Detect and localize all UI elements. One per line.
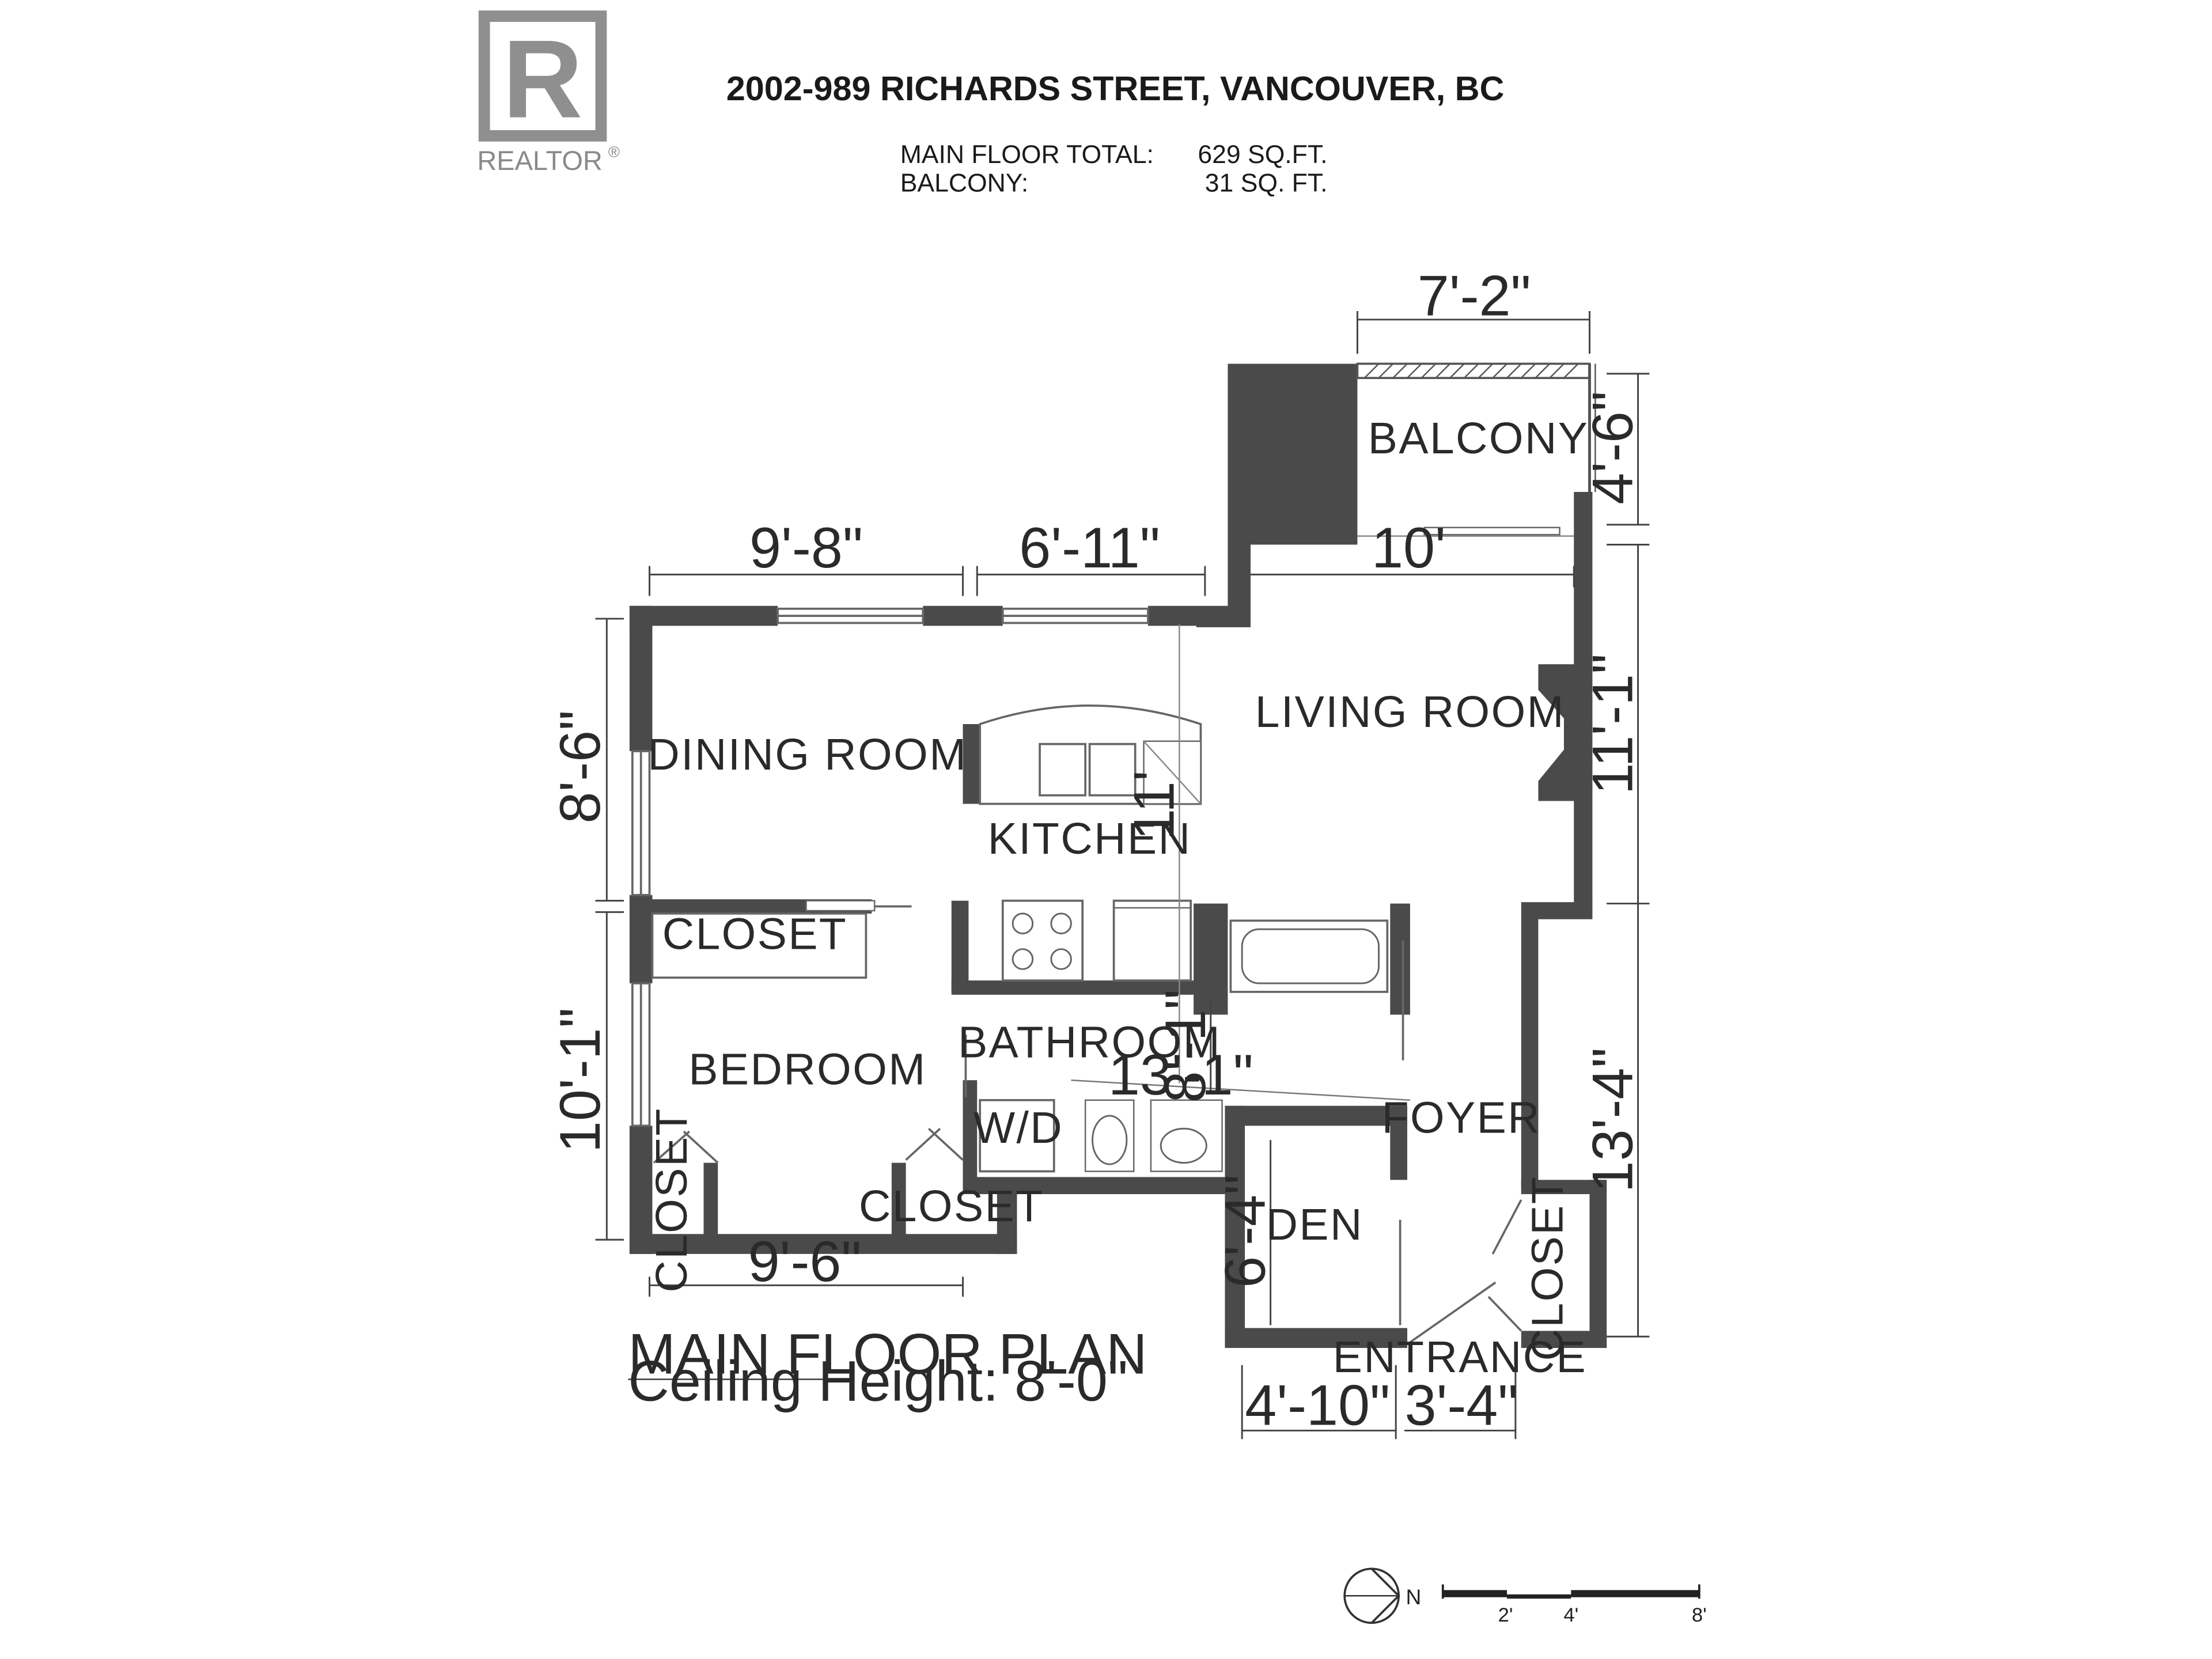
dim-dining-depth: 8'-6" <box>548 710 612 824</box>
north-compass-icon: N <box>1343 1567 1421 1624</box>
room-labels: BALCONY LIVING ROOM DINING ROOM KITCHEN … <box>647 414 1589 1382</box>
balcony-area-value: 31 SQ. FT. <box>1205 169 1328 197</box>
dim-kitchen-width: 6'-11" <box>1019 516 1160 579</box>
room-label-kitchen: KITCHEN <box>988 815 1192 863</box>
dim-entrance-width: 3'-4" <box>1404 1373 1518 1437</box>
room-label-dining-room: DINING ROOM <box>647 730 967 779</box>
dim-kitchen-depth: 11' <box>1122 770 1185 840</box>
kitchen-island <box>979 704 1202 805</box>
kitchen-counter <box>1001 899 1192 982</box>
balcony-railing <box>1356 362 1596 537</box>
room-label-den: DEN <box>1266 1200 1363 1249</box>
bathtub <box>1229 919 1389 993</box>
main-floor-total-label: MAIN FLOOR TOTAL: <box>900 141 1154 169</box>
realtor-logo-text: REALTOR <box>477 145 603 176</box>
bathroom-fixtures <box>979 1079 1410 1173</box>
balcony-area-label: BALCONY: <box>900 169 1029 197</box>
ceiling-height: Ceiling Height: 8'-0" <box>628 1349 1128 1413</box>
dim-living-width: 10' <box>1372 516 1446 579</box>
room-label-closet-right: CLOSET <box>1523 1176 1572 1361</box>
plan-caption: MAIN FLOOR PLAN Ceiling Height: 8'-0" <box>628 1322 1147 1413</box>
room-label-living-room: LIVING ROOM <box>1255 688 1565 737</box>
room-label-closet-bottom: CLOSET <box>859 1182 1044 1231</box>
address-title: 2002-989 RICHARDS STREET, VANCOUVER, BC <box>726 69 1505 108</box>
windows <box>631 607 1149 1127</box>
plan-title: MAIN FLOOR PLAN <box>628 1322 1147 1386</box>
compass-north-label: N <box>1406 1585 1421 1609</box>
realtor-logo-mark: ® <box>608 143 620 161</box>
scale-label-4: 4' <box>1563 1604 1578 1626</box>
room-label-foyer: FOYER <box>1382 1094 1541 1143</box>
realtor-logo: R REALTOR ® <box>477 10 620 176</box>
closet-upper-box <box>651 900 912 979</box>
dim-den-depth: 6'-4" <box>1213 1175 1277 1288</box>
dim-foyer-depth: 13'-4" <box>1581 1047 1645 1192</box>
dim-bathroom-width: 13'-1" <box>1108 1043 1253 1107</box>
scale-bar: 2' 4' 8' <box>1441 1584 1707 1626</box>
room-label-closet-left: CLOSET <box>647 1107 696 1292</box>
walls <box>629 363 1607 1349</box>
dim-balcony-depth: 4'-6" <box>1581 391 1645 505</box>
scale-label-2: 2' <box>1498 1604 1513 1626</box>
dim-living-depth: 11'-1" <box>1581 654 1645 795</box>
dim-bedroom-width: 9'-6" <box>748 1229 862 1293</box>
dim-den-width: 4'-10" <box>1245 1373 1390 1437</box>
dim-dining-width: 9'-8" <box>749 516 863 579</box>
room-label-closet-upper: CLOSET <box>662 910 847 959</box>
scale-label-8: 8' <box>1692 1604 1707 1626</box>
room-label-bathroom: BATHROOM <box>958 1018 1221 1067</box>
room-label-entrance: ENTRANCE <box>1333 1333 1587 1382</box>
dimension-lines <box>595 310 1650 1440</box>
dim-bedroom-depth: 10'-1" <box>548 1007 612 1153</box>
realtor-logo-letter: R <box>502 17 582 141</box>
room-label-bedroom: BEDROOM <box>688 1046 926 1094</box>
dim-balcony-width: 7'-2" <box>1418 263 1531 327</box>
dimension-labels: 7'-2" 4'-6" 9'-8" 6'-11" 10' 11'-1" 8'-6… <box>548 263 1645 1437</box>
doors <box>653 940 1522 1343</box>
dim-bathroom-depth: 8'-1" <box>1153 989 1217 1103</box>
main-floor-total-value: 629 SQ.FT. <box>1198 141 1327 169</box>
room-label-balcony: BALCONY <box>1368 414 1589 463</box>
room-label-wd: W/D <box>974 1104 1063 1153</box>
